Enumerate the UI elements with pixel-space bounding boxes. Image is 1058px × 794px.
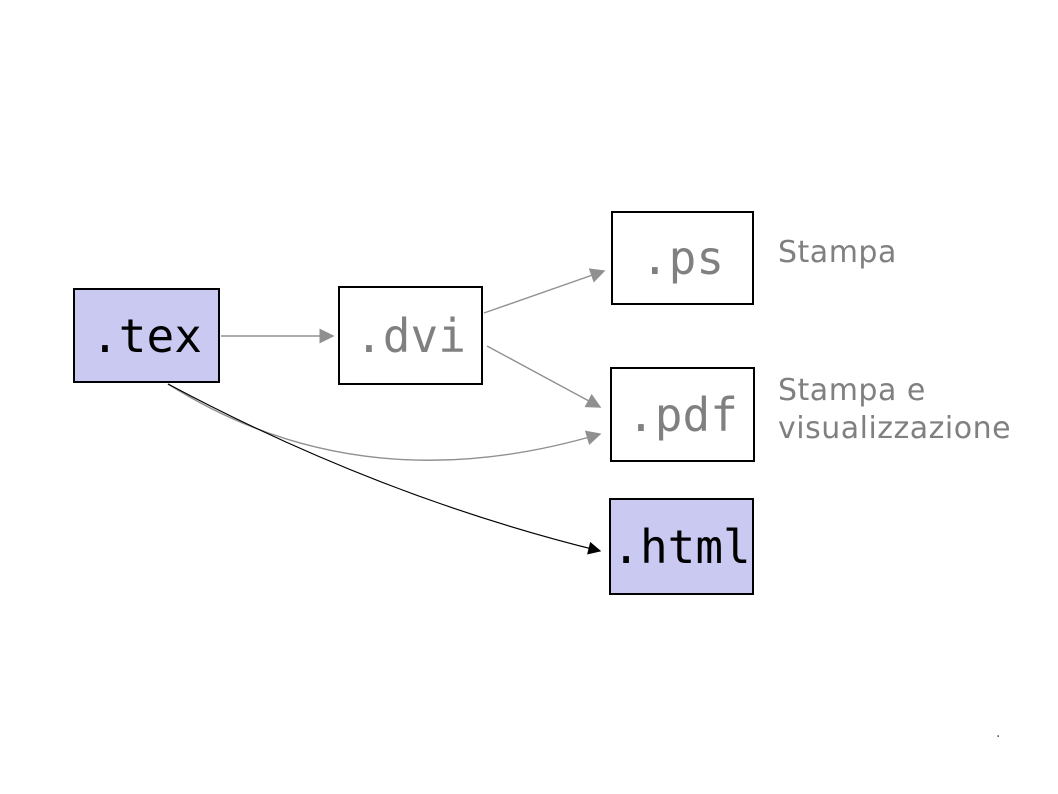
node-tex: .tex <box>73 288 220 383</box>
annotation-stampa: Stampa <box>778 234 897 272</box>
arrow-tex-to-html <box>167 383 602 555</box>
arrow-dvi-to-ps <box>483 268 606 314</box>
node-dvi-label: .dvi <box>355 308 466 363</box>
arrow-dvi-to-pdf <box>486 345 602 408</box>
node-dvi: .dvi <box>338 286 483 385</box>
annotation-stampa-visualizzazione: Stampa e visualizzazione <box>778 372 1011 448</box>
node-tex-label: .tex <box>91 308 202 363</box>
annotation-pdf-line1: Stampa e <box>778 373 926 408</box>
node-html: .html <box>609 498 754 595</box>
node-html-label: .html <box>612 519 751 574</box>
stray-dot: . <box>996 725 1001 741</box>
node-pdf-label: .pdf <box>627 387 738 442</box>
node-pdf: .pdf <box>610 367 755 462</box>
node-ps: .ps <box>611 211 754 305</box>
annotation-pdf-line2: visualizzazione <box>778 411 1012 446</box>
node-ps-label: .ps <box>640 231 725 285</box>
arrow-tex-to-pdf <box>167 383 602 461</box>
annotation-stampa-text: Stampa <box>778 235 897 270</box>
